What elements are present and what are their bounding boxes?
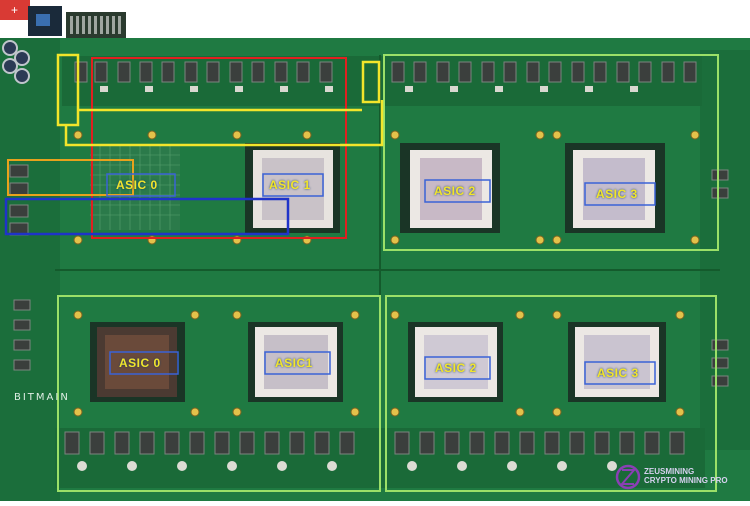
yellow-bracket-left	[56, 53, 80, 127]
asic-3-bottom-label: ASIC 3	[597, 366, 639, 380]
asic-1-top-label: ASIC 1	[269, 178, 311, 192]
svg-text:+: +	[11, 3, 18, 17]
blue-box	[4, 197, 290, 236]
red-box	[91, 57, 347, 239]
green-box-top-right	[383, 54, 719, 251]
highlight-boxes	[4, 53, 719, 492]
bitmain-silkscreen: BITMAIN	[14, 392, 70, 403]
bottom-row-inductors	[77, 461, 617, 471]
asic-0-top-label: ASIC 0	[116, 178, 158, 192]
watermark-text: ZEUSMINING CRYPTO MINING PRO	[644, 467, 728, 485]
top-row-pads	[100, 86, 638, 92]
plus-icon	[0, 0, 30, 20]
watermark-line2: CRYPTO MINING PRO	[644, 476, 728, 485]
watermark-line1: ZEUSMINING	[644, 467, 695, 476]
yellow-bracket-right	[361, 60, 381, 104]
right-side-components	[711, 169, 729, 387]
zeusmining-logo-icon	[615, 464, 641, 490]
asic-2-top-label: ASIC 2	[434, 184, 476, 198]
bottom-mosfet-row	[64, 431, 685, 455]
asic-1-bottom-label: ASIC1	[275, 356, 313, 370]
green-box-bottom-right	[385, 295, 717, 492]
yellow-trace-outline	[64, 100, 384, 147]
capacitors	[2, 40, 30, 84]
orange-box	[7, 159, 134, 196]
asic-2-bottom-label: ASIC 2	[435, 361, 477, 375]
asic-3-top-label: ASIC 3	[596, 187, 638, 201]
green-box-bottom-left	[57, 295, 381, 492]
asic-0-bottom-label: ASIC 0	[119, 356, 161, 370]
top-mosfet-row	[74, 61, 697, 83]
